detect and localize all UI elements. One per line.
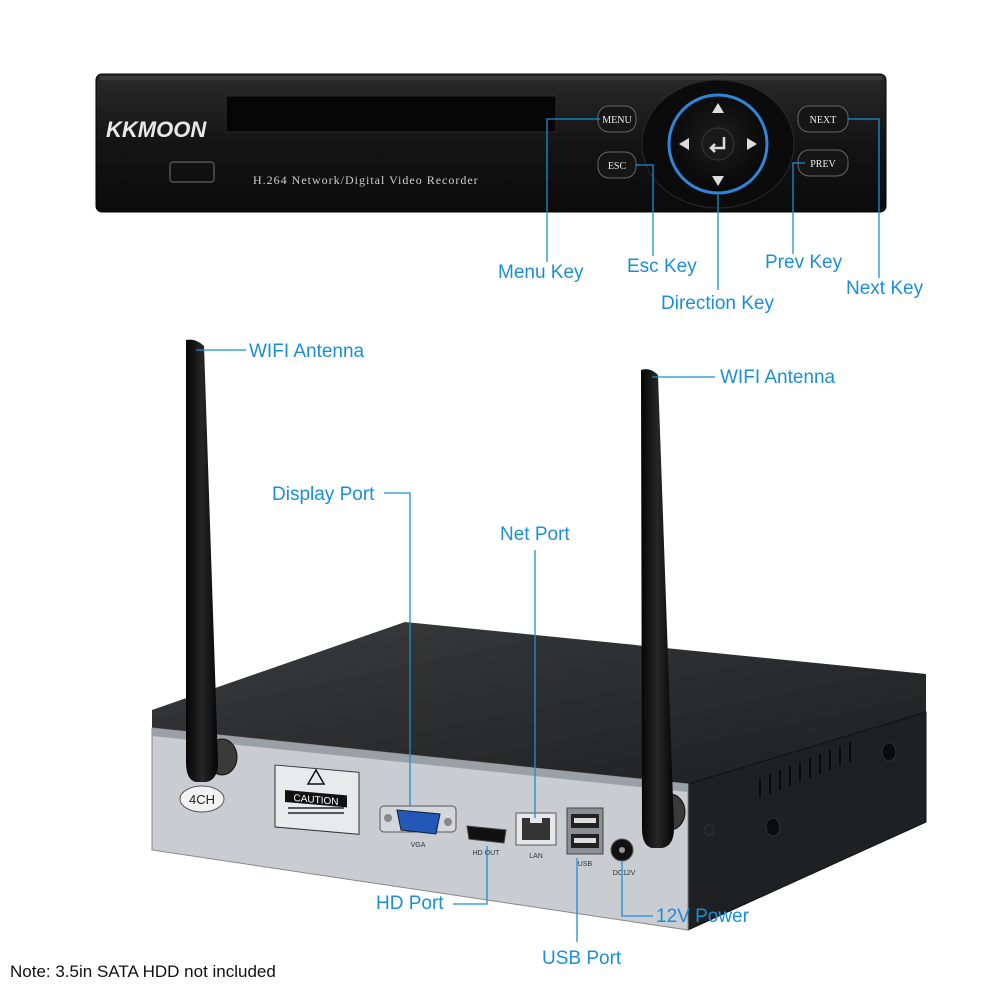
- antennas: [186, 339, 674, 848]
- warning-icon: [306, 768, 326, 785]
- vga-port[interactable]: [396, 809, 441, 835]
- next-button-label: NEXT: [810, 115, 837, 126]
- enter-button[interactable]: [701, 127, 735, 161]
- display-port-callout: Display Port: [272, 484, 375, 505]
- display-window: [225, 95, 557, 133]
- power-callout: 12V Power: [656, 906, 749, 927]
- arrow-down-icon: [712, 176, 724, 186]
- model-text: H.264 Network/Digital Video Recorder: [253, 173, 479, 187]
- hdd-note: Note: 3.5in SATA HDD not included: [10, 962, 276, 981]
- front-panel: KKMOON H.264 Network/Digital Video Recor…: [95, 73, 887, 213]
- dc-label: DC12V: [613, 870, 636, 877]
- arrow-left-icon: [679, 138, 689, 150]
- channel-badge: [179, 785, 225, 813]
- direction-key-callout: Direction Key: [661, 293, 774, 314]
- next-key-callout: Next Key: [846, 278, 924, 299]
- enter-icon: [709, 137, 726, 153]
- caution-text: CAUTION: [294, 793, 339, 808]
- esc-key-callout: Esc Key: [627, 256, 697, 277]
- prev-button-label: PREV: [810, 159, 836, 170]
- brand-logo: KKMOON: [106, 117, 207, 142]
- lan-port[interactable]: [522, 818, 550, 840]
- arrow-up-icon: [712, 103, 724, 113]
- prev-key-callout: Prev Key: [765, 252, 843, 273]
- wifi-antenna-left-callout: WIFI Antenna: [249, 341, 365, 362]
- usb-port-callout: USB Port: [542, 948, 622, 969]
- rear-unit: 4CH CAUTION VGA HD OUT LAN USB DC12V: [151, 622, 927, 931]
- wifi-antenna-left[interactable]: [186, 339, 218, 782]
- menu-button-label: MENU: [602, 115, 632, 126]
- wifi-antenna-right[interactable]: [641, 369, 674, 848]
- vga-label: VGA: [411, 842, 426, 849]
- rear-leader-lines: [196, 349, 715, 942]
- hdmi-port[interactable]: [466, 825, 507, 844]
- channel-badge-text: 4CH: [189, 792, 215, 807]
- net-port-callout: Net Port: [500, 524, 570, 545]
- lan-label: LAN: [529, 853, 543, 860]
- usb-label: USB: [578, 861, 593, 868]
- esc-button-label: ESC: [608, 161, 627, 172]
- usb-slot: [169, 161, 215, 183]
- menu-key-callout: Menu Key: [498, 262, 584, 283]
- arrow-right-icon: [747, 138, 757, 150]
- hd-port-callout: HD Port: [376, 893, 444, 914]
- front-leader-lines: [546, 118, 880, 290]
- wifi-antenna-right-callout: WIFI Antenna: [720, 367, 836, 388]
- vent-slots: [759, 742, 851, 798]
- top-surface: [152, 622, 926, 784]
